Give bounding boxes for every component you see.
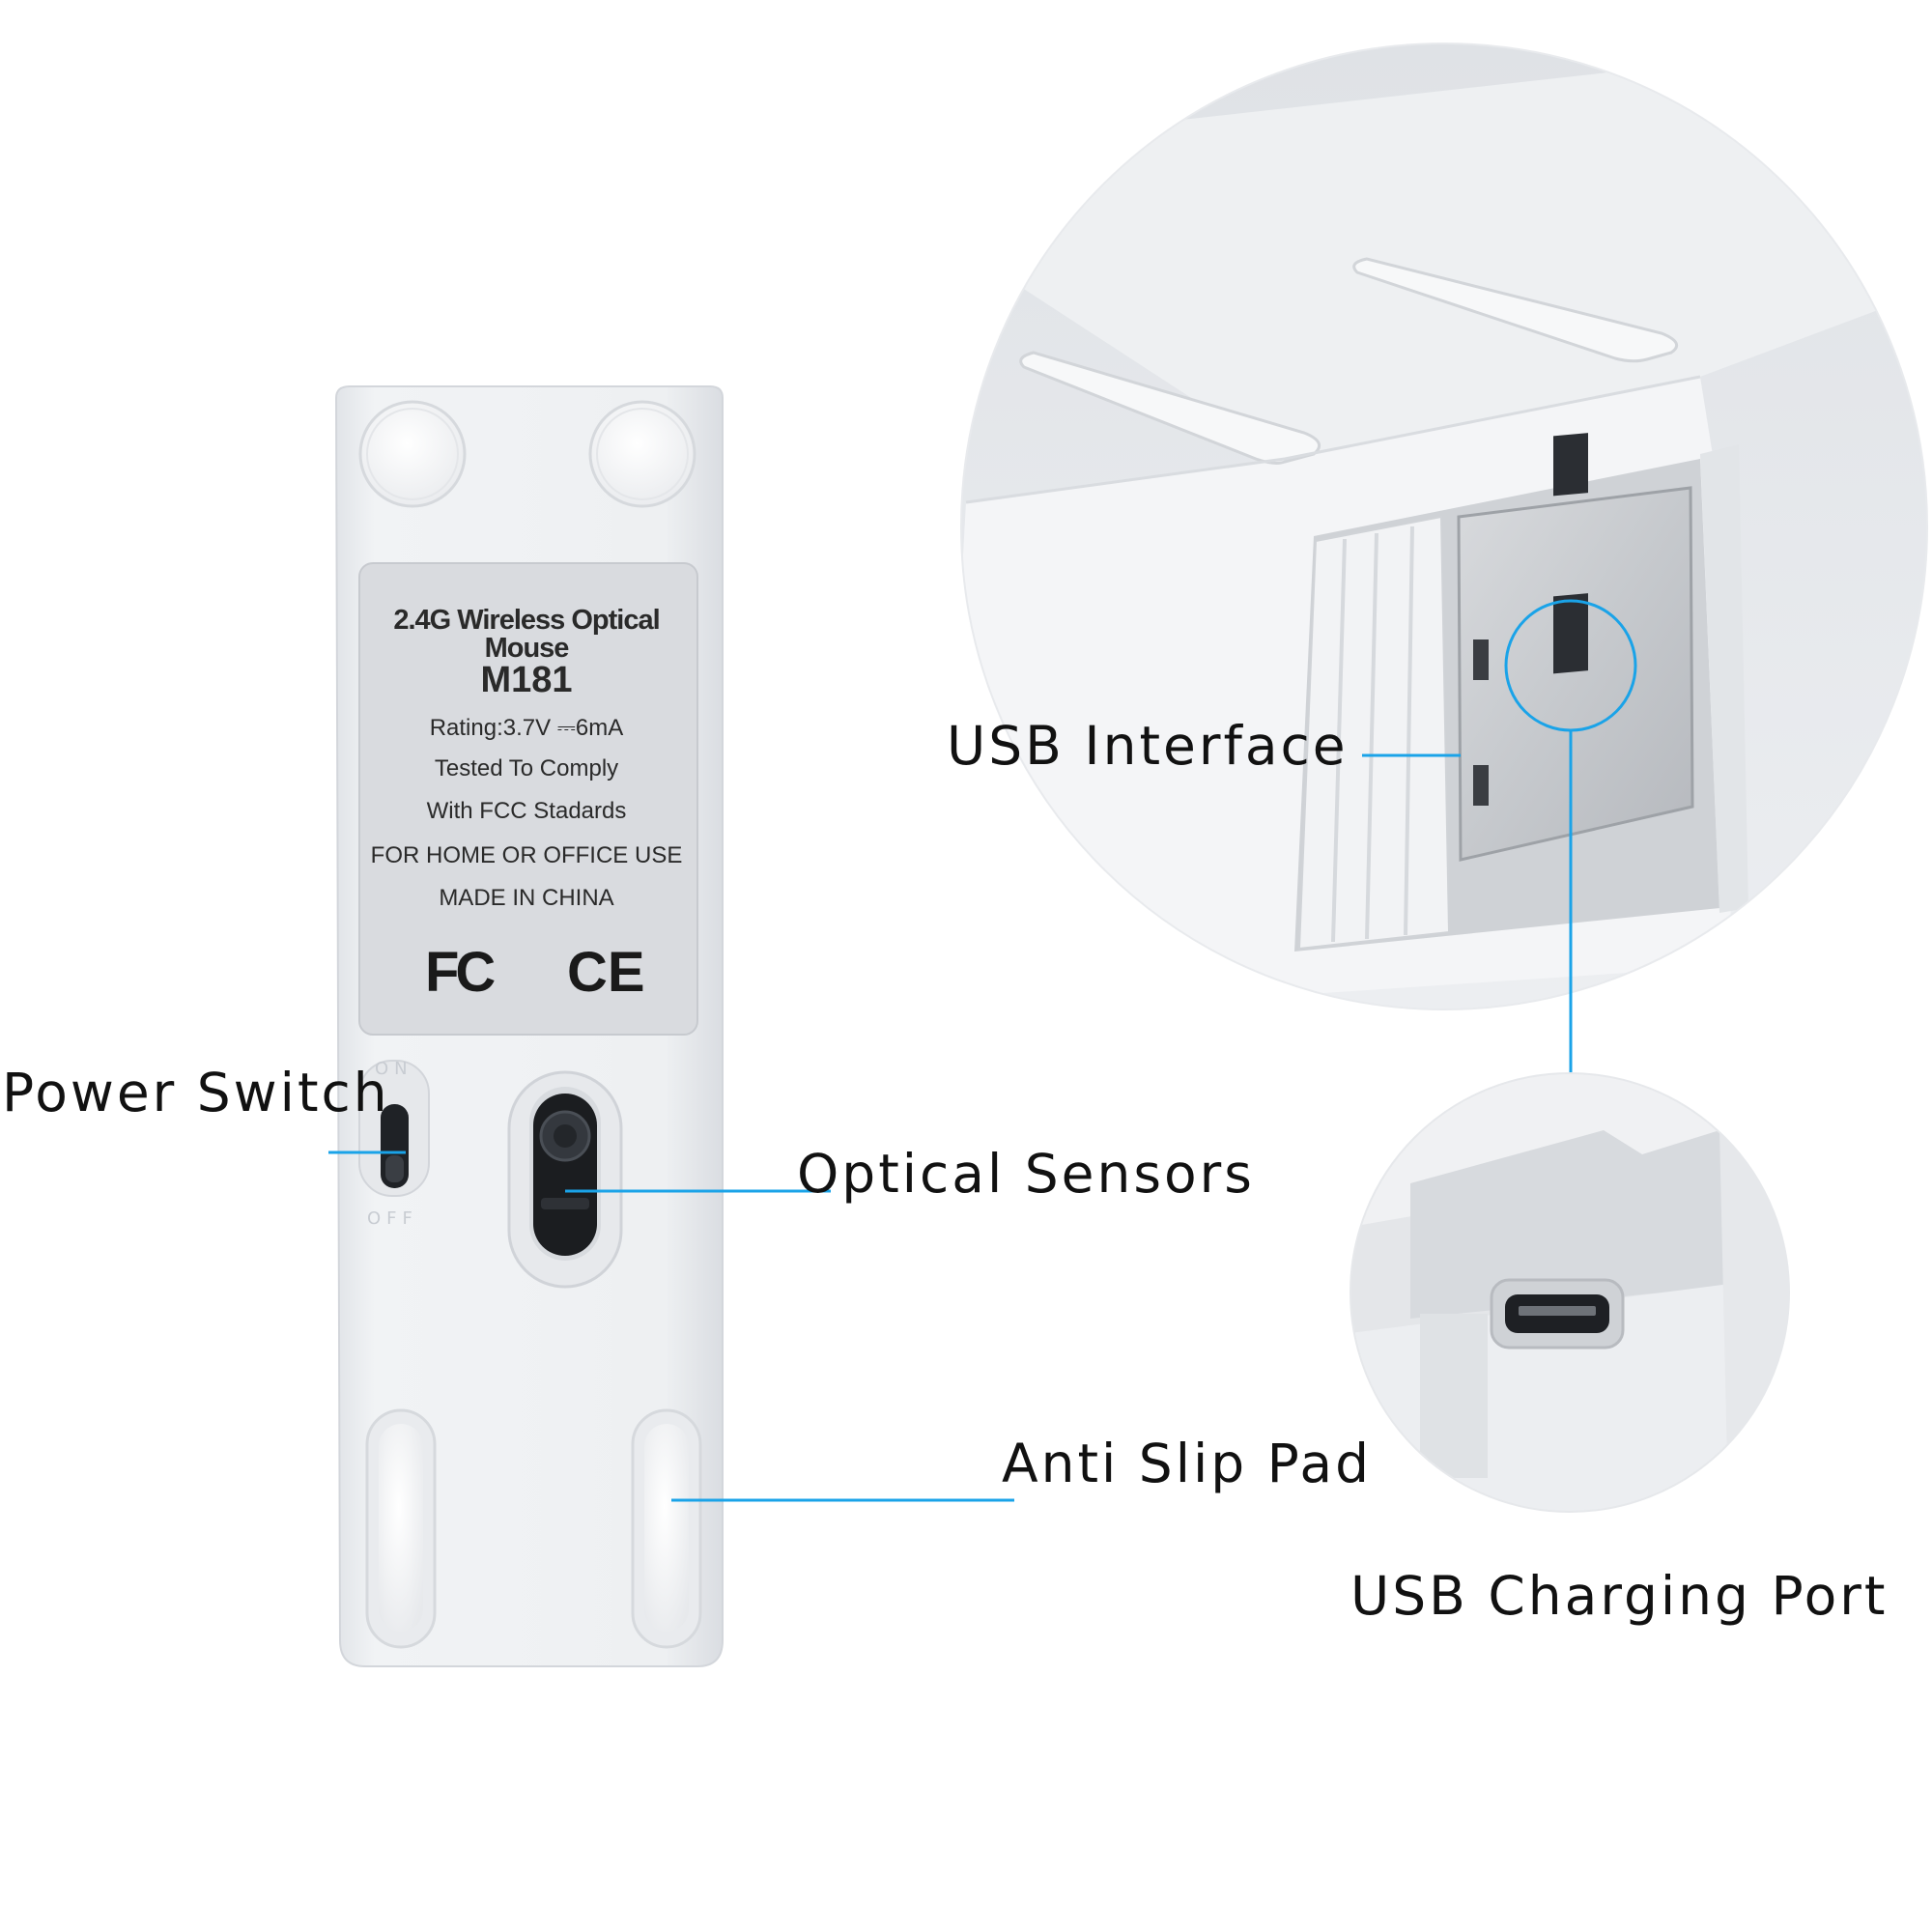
usb-charging-port-callout: USB Charging Port: [1350, 1565, 1889, 1627]
round-pad: [358, 400, 467, 508]
label-origin: MADE IN CHINA: [439, 885, 614, 911]
power-switch[interactable]: [358, 1060, 430, 1197]
anti-slip-pad: [365, 1408, 437, 1649]
label-compliance-1: Tested To Comply: [434, 755, 619, 781]
anti-slip-pad: [631, 1408, 702, 1649]
usb-charging-port-zoom[interactable]: [1350, 1063, 1797, 1546]
ce-mark: CE: [567, 941, 645, 1004]
fcc-mark: FC: [425, 941, 496, 1004]
switch-off-label: OFF: [367, 1208, 418, 1229]
label-panel: [358, 562, 698, 1036]
round-pad: [588, 400, 696, 508]
optical-sensor: [507, 1070, 623, 1289]
usb-interface-zoom: [960, 43, 1928, 1010]
label-title: 2.4G Wireless Optical Mouse: [393, 605, 660, 664]
label-compliance-2: With FCC Stadards: [426, 798, 627, 824]
power-switch-callout: Power Switch: [2, 1062, 390, 1123]
label-rating: Rating:3.7V ⎓6mA: [429, 715, 624, 741]
optical-sensors-callout: Optical Sensors: [797, 1143, 1255, 1205]
callout-lines: [328, 599, 1637, 1502]
switch-on-label: ON: [375, 1059, 413, 1079]
anti-slip-pad-callout: Anti Slip Pad: [1002, 1433, 1372, 1494]
label-model: M181: [480, 660, 573, 700]
label-usage: FOR HOME OR OFFICE USE: [370, 842, 683, 868]
usb-interface-callout: USB Interface: [947, 715, 1349, 777]
